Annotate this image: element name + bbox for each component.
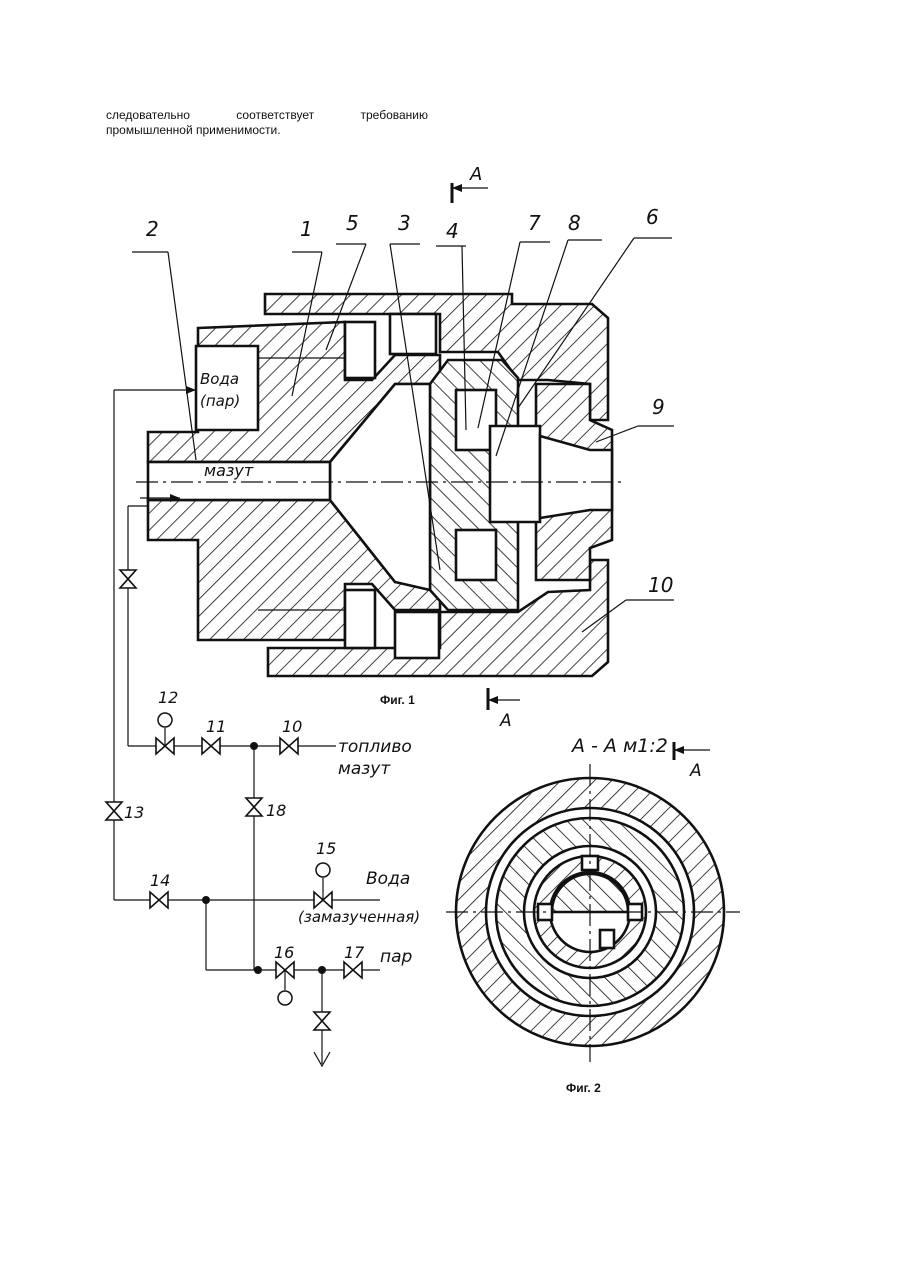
label-water-oily: (замазученная) [298,908,420,926]
section-title: А - А м1:2 [570,735,668,757]
figure-2: А - А м1:2 А Фиг. 2 [446,735,740,1095]
valve-13 [106,802,122,820]
label-water: Вода [200,370,239,388]
valve-17 [344,962,362,978]
water-chamber [196,346,258,430]
part-number-10: 10 [648,573,673,597]
swirl-chamber [490,426,540,522]
valve-drain [314,1012,330,1030]
part-number-5: 5 [346,211,359,235]
valve-number-14: 14 [150,871,170,890]
label-steam: (пар) [200,392,240,410]
valve-number-16: 16 [274,943,294,962]
section-mark-bottom: А [499,711,512,731]
valve-10 [280,738,298,754]
part-number-7: 7 [528,211,541,235]
valve-number-18: 18 [266,801,286,820]
channel-lower [456,530,496,580]
figure-1-caption: Фиг. 1 [380,693,415,707]
gauge-15 [316,863,330,877]
valve-fuel-inline [120,570,136,588]
part-number-6: 6 [646,205,659,229]
figure-1: А А 2 1 5 3 4 7 8 6 [132,164,674,731]
section-mark-fig2: А [689,761,702,781]
part-number-8: 8 [568,211,581,235]
valve-number-15: 15 [316,839,336,858]
valve-number-17: 17 [344,943,365,962]
part-number-9: 9 [652,395,665,419]
valve-number-12: 12 [158,688,178,707]
label-steam-line: пар [380,947,413,967]
label-water-line: Вода [366,869,410,889]
section-mark-top: А [469,164,482,185]
gauge-16 [278,991,292,1005]
figure-2-caption: Фиг. 2 [566,1081,601,1095]
key-bottom [600,930,614,948]
valve-number-13: 13 [124,803,144,822]
stud-lower [345,590,375,648]
valve-number-10: 10 [282,717,302,736]
part-number-2: 2 [146,217,159,241]
valve-11 [202,738,220,754]
label-fuel-oil: мазут [204,461,254,480]
gauge-12 [158,713,172,727]
part-number-4: 4 [446,219,459,243]
valve-number-11: 11 [206,717,226,736]
junction-steam-1 [254,966,262,974]
stud-upper [345,322,375,378]
label-fuel: топливо [338,737,412,757]
valve-14 [150,892,168,908]
label-fuel-oil-2: мазут [338,759,391,779]
bolt-upper [390,314,436,354]
valve-18 [246,798,262,816]
part-number-3: 3 [398,211,411,235]
bolt-lower [395,612,439,658]
part-number-1: 1 [300,217,313,241]
